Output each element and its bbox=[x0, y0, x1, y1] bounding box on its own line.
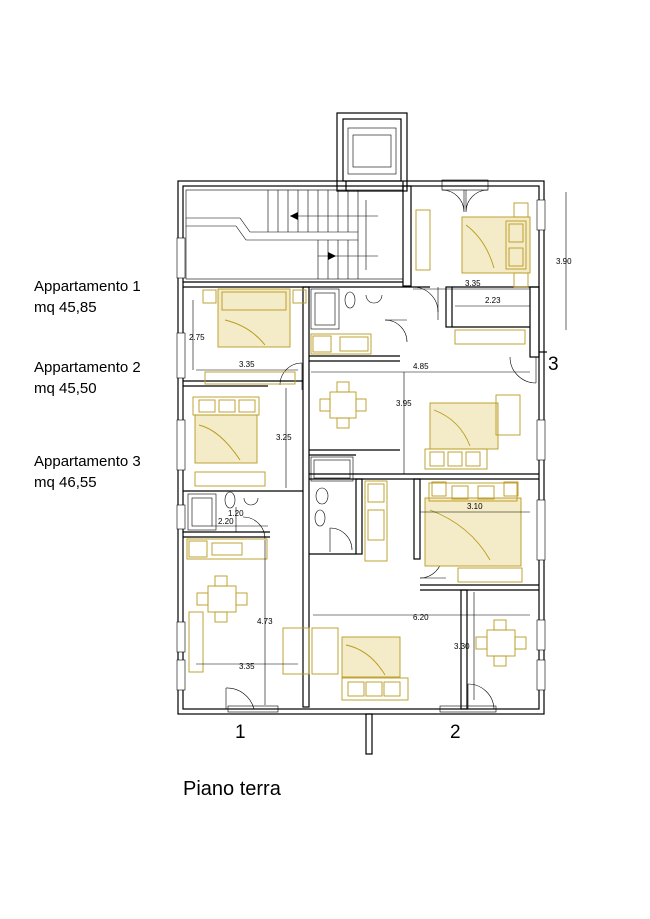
dim-3-25: 3.25 bbox=[276, 433, 292, 442]
dim-1-20: 1.20 bbox=[228, 509, 244, 518]
apartment-2-name: Appartamento 2 bbox=[34, 359, 141, 376]
floor-title: Piano terra bbox=[183, 778, 281, 800]
dim-3-35-bottom: 3.35 bbox=[239, 662, 255, 671]
dim-2-75: 2.75 bbox=[189, 333, 205, 342]
entrance-2-label: 2 bbox=[450, 722, 461, 743]
dim-3-95: 3.95 bbox=[396, 399, 412, 408]
staircase bbox=[185, 189, 404, 280]
tables bbox=[196, 381, 527, 667]
apartment-1-label: Appartamento 1 mq 45,85 bbox=[34, 276, 141, 318]
entrance-1-label: 1 bbox=[235, 722, 246, 743]
elevator-shaft bbox=[336, 112, 408, 192]
kitchens bbox=[186, 333, 388, 562]
dim-2-20: 2.20 bbox=[218, 517, 234, 526]
apartment-3-name: Appartamento 3 bbox=[34, 453, 141, 470]
apartment-1-name: Appartamento 1 bbox=[34, 278, 141, 295]
dim-3-90: 3.90 bbox=[556, 257, 572, 266]
bed-apartment-1 bbox=[202, 288, 307, 385]
dim-4-73: 4.73 bbox=[257, 617, 273, 626]
interior-walls bbox=[183, 185, 540, 710]
apartment-2-label: Appartamento 2 mq 45,50 bbox=[34, 357, 141, 399]
dim-6-20: 6.20 bbox=[413, 613, 429, 622]
apartment-3-area: mq 46,55 bbox=[34, 474, 97, 491]
bed-bottom bbox=[188, 611, 409, 701]
entrance-3-label: 3 bbox=[548, 354, 559, 375]
dim-2-23: 2.23 bbox=[485, 296, 501, 305]
windows bbox=[176, 199, 546, 691]
apartment-1-area: mq 45,85 bbox=[34, 299, 97, 316]
bathrooms bbox=[187, 288, 383, 531]
dimensions: 3.90 3.35 2.23 2.75 3.35 4.85 3.95 3.25 … bbox=[189, 192, 572, 705]
dim-3-30: 3.30 bbox=[454, 642, 470, 651]
dim-3-35-mid: 3.35 bbox=[239, 360, 255, 369]
apartment-2-area: mq 45,50 bbox=[34, 380, 97, 397]
bed-top-right bbox=[415, 202, 531, 345]
dim-3-35-top: 3.35 bbox=[465, 279, 481, 288]
dim-3-10: 3.10 bbox=[467, 502, 483, 511]
bed-apartment-2 bbox=[424, 394, 523, 583]
doors bbox=[225, 179, 547, 755]
dim-4-85: 4.85 bbox=[413, 362, 429, 371]
bed-apartment-3 bbox=[192, 396, 266, 487]
apartment-3-label: Appartamento 3 mq 46,55 bbox=[34, 451, 141, 493]
